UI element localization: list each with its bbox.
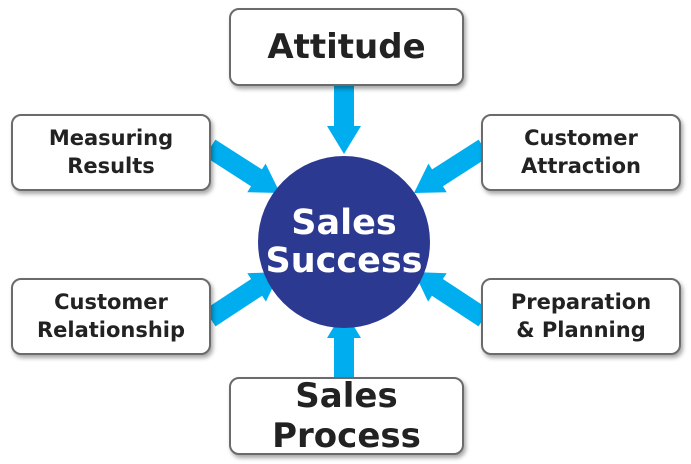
arrow-from-preparation-planning: [414, 272, 490, 327]
center-line-1: Sales: [291, 202, 397, 243]
sales-success-circle: Sales Success: [258, 156, 430, 328]
attitude-box: Attitude: [229, 8, 464, 86]
customer-attraction-box: Customer Attraction: [481, 114, 681, 191]
customer-attraction-line-2: Attraction: [521, 153, 641, 178]
arrow-from-measuring-results: [204, 139, 280, 193]
measuring-results-box: Measuring Results: [11, 114, 211, 191]
preparation-planning-line-2: & Planning: [516, 317, 646, 342]
customer-relationship-line-1: Customer: [54, 290, 168, 315]
attitude-label: Attitude: [267, 27, 426, 67]
measuring-results-line-2: Results: [67, 153, 155, 178]
preparation-planning-line-1: Preparation: [510, 290, 652, 315]
preparation-planning-box: Preparation & Planning: [481, 278, 681, 355]
arrow-from-customer-attraction: [414, 139, 490, 193]
sales-process-box: Sales Process: [229, 376, 464, 456]
customer-relationship-box: Customer Relationship: [11, 278, 211, 355]
customer-relationship-line-2: Relationship: [36, 317, 186, 342]
sales-process-label: Sales Process: [272, 376, 421, 456]
arrow-from-attitude: [327, 84, 361, 154]
arrow-from-customer-relationship: [204, 272, 280, 327]
customer-attraction-line-1: Customer: [524, 126, 638, 151]
measuring-results-line-1: Measuring: [48, 126, 174, 151]
center-line-2: Success: [265, 241, 423, 281]
